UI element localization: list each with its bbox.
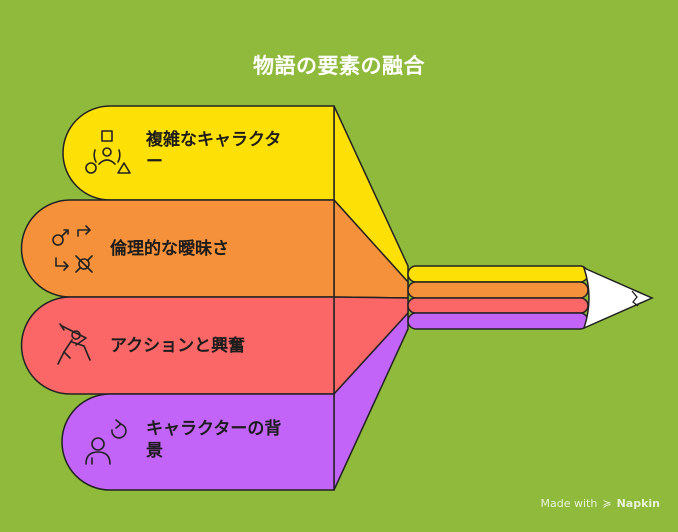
tab-4: [61, 393, 335, 491]
pencil-stripe-3: [407, 297, 589, 314]
pencil-stripe-1: [407, 265, 589, 283]
pencil-stripe-2: [407, 281, 589, 299]
pencil-tip: [582, 266, 654, 330]
item-label-2-line1: 倫理的な曖昧さ: [110, 239, 229, 259]
item-label-2: 倫理的な曖昧さ: [110, 238, 229, 260]
item-label-3: アクションと興奮: [110, 335, 245, 357]
item-label-4-line2: 景: [146, 441, 163, 461]
fencing-icon: [57, 323, 91, 365]
page-title: 物語の要素の融合: [253, 54, 425, 78]
item-label-4-line1: キャラクターの背: [146, 419, 282, 439]
person-thought-icon: [85, 419, 127, 465]
item-label-1: 複雑なキャラクタ ー: [146, 129, 281, 173]
watermark-brand: Napkin: [616, 497, 660, 510]
item-label-4: キャラクターの背 景: [146, 418, 281, 462]
tab-2: [20, 199, 335, 298]
item-label-1-line1: 複雑なキャラクタ: [146, 130, 282, 150]
pencil-tip-mark: [631, 290, 639, 307]
watermark-prefix: Made with: [540, 497, 598, 510]
shapes-people-icon: [85, 130, 131, 174]
pencil-stripe-4: [407, 312, 589, 330]
item-label-1-line2: ー: [146, 152, 163, 172]
watermark: Made with ≽ Napkin: [541, 497, 660, 510]
napkin-logo-icon: ≽: [602, 497, 612, 510]
item-label-3-line1: アクションと興奮: [110, 336, 246, 356]
tab-3: [20, 296, 335, 395]
gender-arrows-icon: [52, 225, 93, 273]
